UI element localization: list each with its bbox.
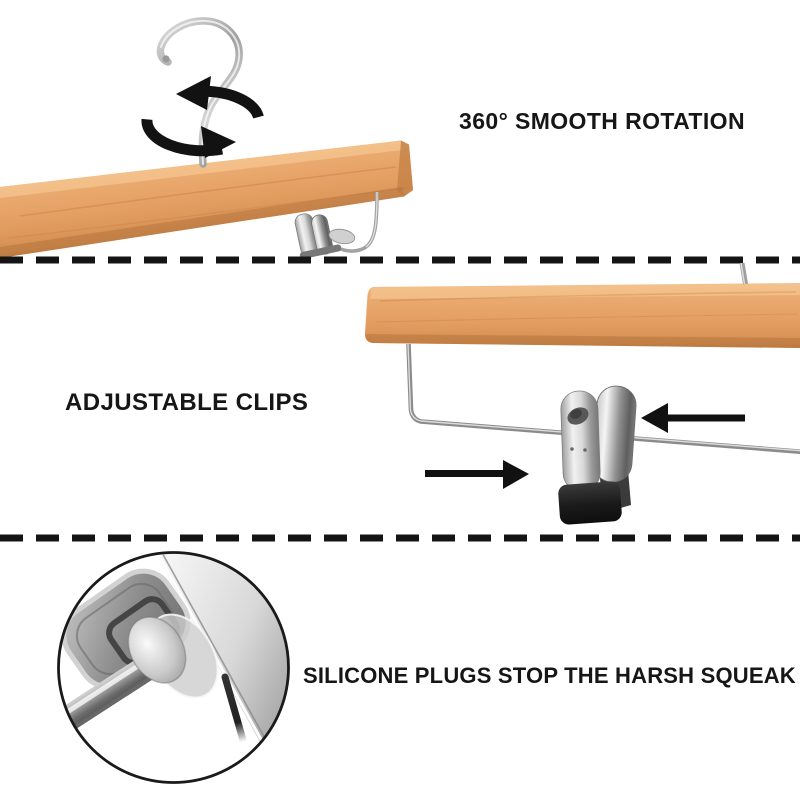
middle-hanger-bar-photo xyxy=(364,283,800,348)
feature-label-plugs: SILICONE PLUGS STOP THE HARSH SQUEAK xyxy=(303,663,796,688)
rotation-arrows-icon xyxy=(141,76,264,158)
middle-hook-stub xyxy=(739,262,748,285)
silicone-plug xyxy=(127,616,187,684)
silicone-tip xyxy=(558,481,622,525)
top-hanger-bar-photo xyxy=(0,140,413,258)
plate-slot-shadow xyxy=(221,673,247,744)
clip-sliding-bar xyxy=(406,343,800,454)
feature-label-clips: ADJUSTABLE CLIPS xyxy=(65,389,309,416)
top-clip-and-wire xyxy=(294,191,379,259)
arrow-left-icon xyxy=(641,403,745,433)
arrow-right-icon xyxy=(425,460,529,489)
feature-label-rotation: 360° SMOOTH ROTATION xyxy=(459,108,745,134)
swivel-hook xyxy=(156,17,243,168)
closeup-circle-border xyxy=(57,551,290,784)
adjustable-clip xyxy=(558,385,637,525)
closeup-circle-photo xyxy=(57,551,290,784)
